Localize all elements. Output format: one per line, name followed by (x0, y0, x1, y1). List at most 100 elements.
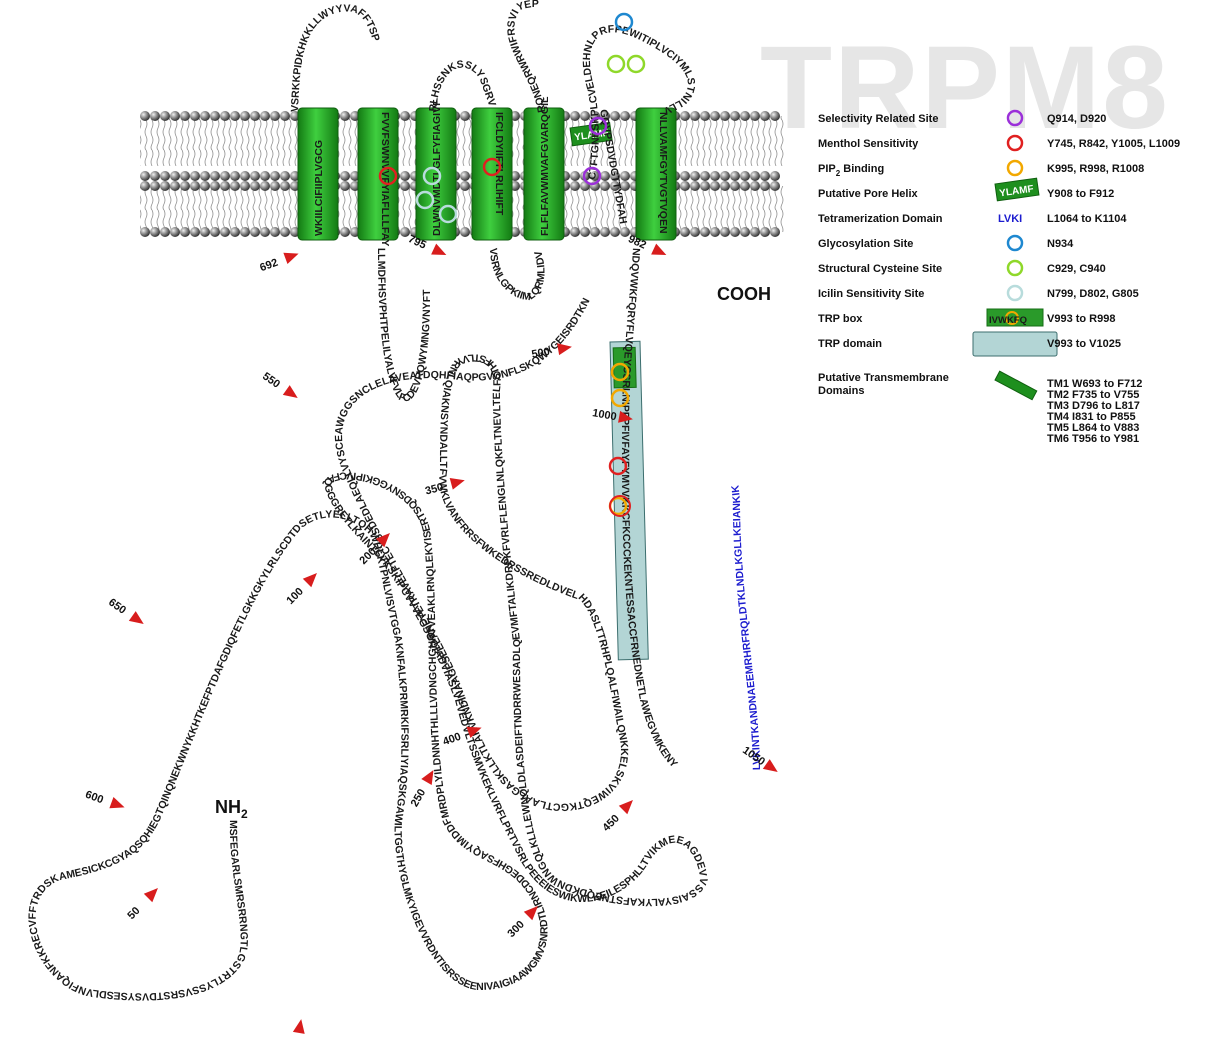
lipid-head (140, 111, 150, 121)
marker-arrow (431, 244, 449, 261)
lipid-head (230, 227, 240, 237)
legend-label: PIP2 Binding (818, 163, 884, 178)
trp-region-path-text: NDQVWKFQRYFLVQEYCSRLNIPFPFIVFAYFYMVVKKCF… (619, 248, 680, 770)
loop1-sequence: VSRKKPIDKHKKLLWYYVAFFTSP (289, 2, 382, 112)
legend-label: Putative Pore Helix (818, 188, 919, 200)
lipid-head (220, 111, 230, 121)
lipid-head (770, 171, 780, 181)
lipid-head (720, 227, 730, 237)
lipid-head (280, 111, 290, 121)
lipid-head (760, 227, 770, 237)
marker-label: 400 (441, 731, 462, 749)
c-terminal-tail-sequence: LVKINTKANDNAEEMRHRFRQLDTKLNDLKGLLKEIANKI… (729, 484, 763, 770)
lipid-head (190, 227, 200, 237)
legend-value: Q914, D920 (1047, 113, 1106, 125)
cysteine-site-c940 (628, 56, 644, 72)
residue-marker-150: 150 (288, 1018, 308, 1038)
lipid-head (170, 111, 180, 121)
lipid-head (570, 227, 580, 237)
lipid-head (570, 171, 580, 181)
lipid-head (210, 111, 220, 121)
lipid-head (460, 181, 470, 191)
lipid-head (600, 181, 610, 191)
lipid-head (140, 181, 150, 191)
lipid-head (190, 171, 200, 181)
loop5-sequence: RQNEQRWRWIFRSVIYEP (505, 0, 548, 113)
residue-marker-50: 50 (125, 884, 163, 922)
lipid-head (770, 227, 780, 237)
n-terminus-text: NH (215, 797, 241, 817)
legend-circle-icon (1008, 286, 1022, 300)
lipid-head (200, 111, 210, 121)
lipid-head (160, 171, 170, 181)
lipid-head (180, 171, 190, 181)
lipid-head (270, 111, 280, 121)
lipid-head (230, 111, 240, 121)
lipid-head (620, 227, 630, 237)
lipid-head (220, 171, 230, 181)
lipid-head (340, 181, 350, 191)
lipid-head (220, 227, 230, 237)
lipid-head (720, 171, 730, 181)
loop3-path-text: RLHSSNKSSLYSGRV (427, 58, 498, 112)
lipid-head (400, 171, 410, 181)
lipid-head (570, 181, 580, 191)
lipid-head (750, 227, 760, 237)
svg-text:IVWKFQ: IVWKFQ (989, 315, 1027, 326)
lipid-head (240, 181, 250, 191)
legend-pore-helix-icon: YLAMF (995, 178, 1039, 201)
n-terminus-subscript: 2 (241, 807, 248, 821)
lipid-head (710, 111, 720, 121)
legend-tetramer-icon: LVKI (998, 213, 1022, 225)
lipid-head (190, 181, 200, 191)
loop1-path-text: VSRKKPIDKHKKLLWYYVAFFTSP (289, 2, 382, 112)
lipid-head (340, 227, 350, 237)
lipid-head (700, 171, 710, 181)
lipid-head (770, 181, 780, 191)
lipid-head (250, 111, 260, 121)
marker-label: 450 (600, 813, 621, 834)
lipid-head (250, 171, 260, 181)
legend-value: N934 (1047, 238, 1074, 250)
marker-arrow (109, 797, 126, 813)
lipid-head (710, 181, 720, 191)
lipid-head (720, 181, 730, 191)
lipid-head (760, 171, 770, 181)
lipid-head (710, 227, 720, 237)
lipid-head (740, 227, 750, 237)
lipid-head (340, 171, 350, 181)
residue-marker-450: 450 (600, 796, 638, 834)
legend-value: TM1 W693 to F712TM2 F735 to V755TM3 D796… (1047, 378, 1142, 445)
lipid-head (150, 227, 160, 237)
marker-label: 550 (260, 370, 282, 390)
lipid-head (750, 181, 760, 191)
legend-value: K995, R998, R1008 (1047, 163, 1144, 175)
legend-row: PIP2 Binding K995, R998, R1008 (818, 161, 1144, 178)
lipid-head (180, 181, 190, 191)
lipid-head (770, 111, 780, 121)
legend-value: C929, C940 (1047, 263, 1106, 275)
marker-label: 50 (125, 905, 142, 922)
legend-value: L1064 to K1104 (1047, 213, 1127, 225)
legend-value: V993 to V1025 (1047, 338, 1121, 350)
n-terminal-tail-path-text: MSFEGARLSMRSRRNGTLGSTRTLYSSVSRSTDVSYSESD… (27, 296, 710, 1002)
residue-marker-650: 650 (106, 596, 147, 630)
n-terminus-label: NH2 (215, 797, 248, 821)
lipid-head (760, 181, 770, 191)
legend-label: TRP box (818, 313, 863, 325)
lipid-head (590, 227, 600, 237)
tm2-helix (358, 108, 398, 240)
lipid-head (680, 171, 690, 181)
loop3-sequence: RLHSSNKSSLYSGRV (427, 58, 498, 112)
lipid-head (680, 181, 690, 191)
residue-marker-300: 300 (505, 902, 543, 940)
tm1-sequence: WKIILCIFIIPLVGCG (313, 140, 325, 236)
legend-circle-icon (1008, 261, 1022, 275)
lipid-head (720, 111, 730, 121)
lipid-head (570, 111, 580, 121)
lipid-head (190, 111, 200, 121)
marker-arrow (303, 569, 321, 587)
marker-label: 300 (505, 919, 526, 940)
legend-row: Icilin Sensitivity SiteN799, D802, G805 (818, 286, 1139, 300)
